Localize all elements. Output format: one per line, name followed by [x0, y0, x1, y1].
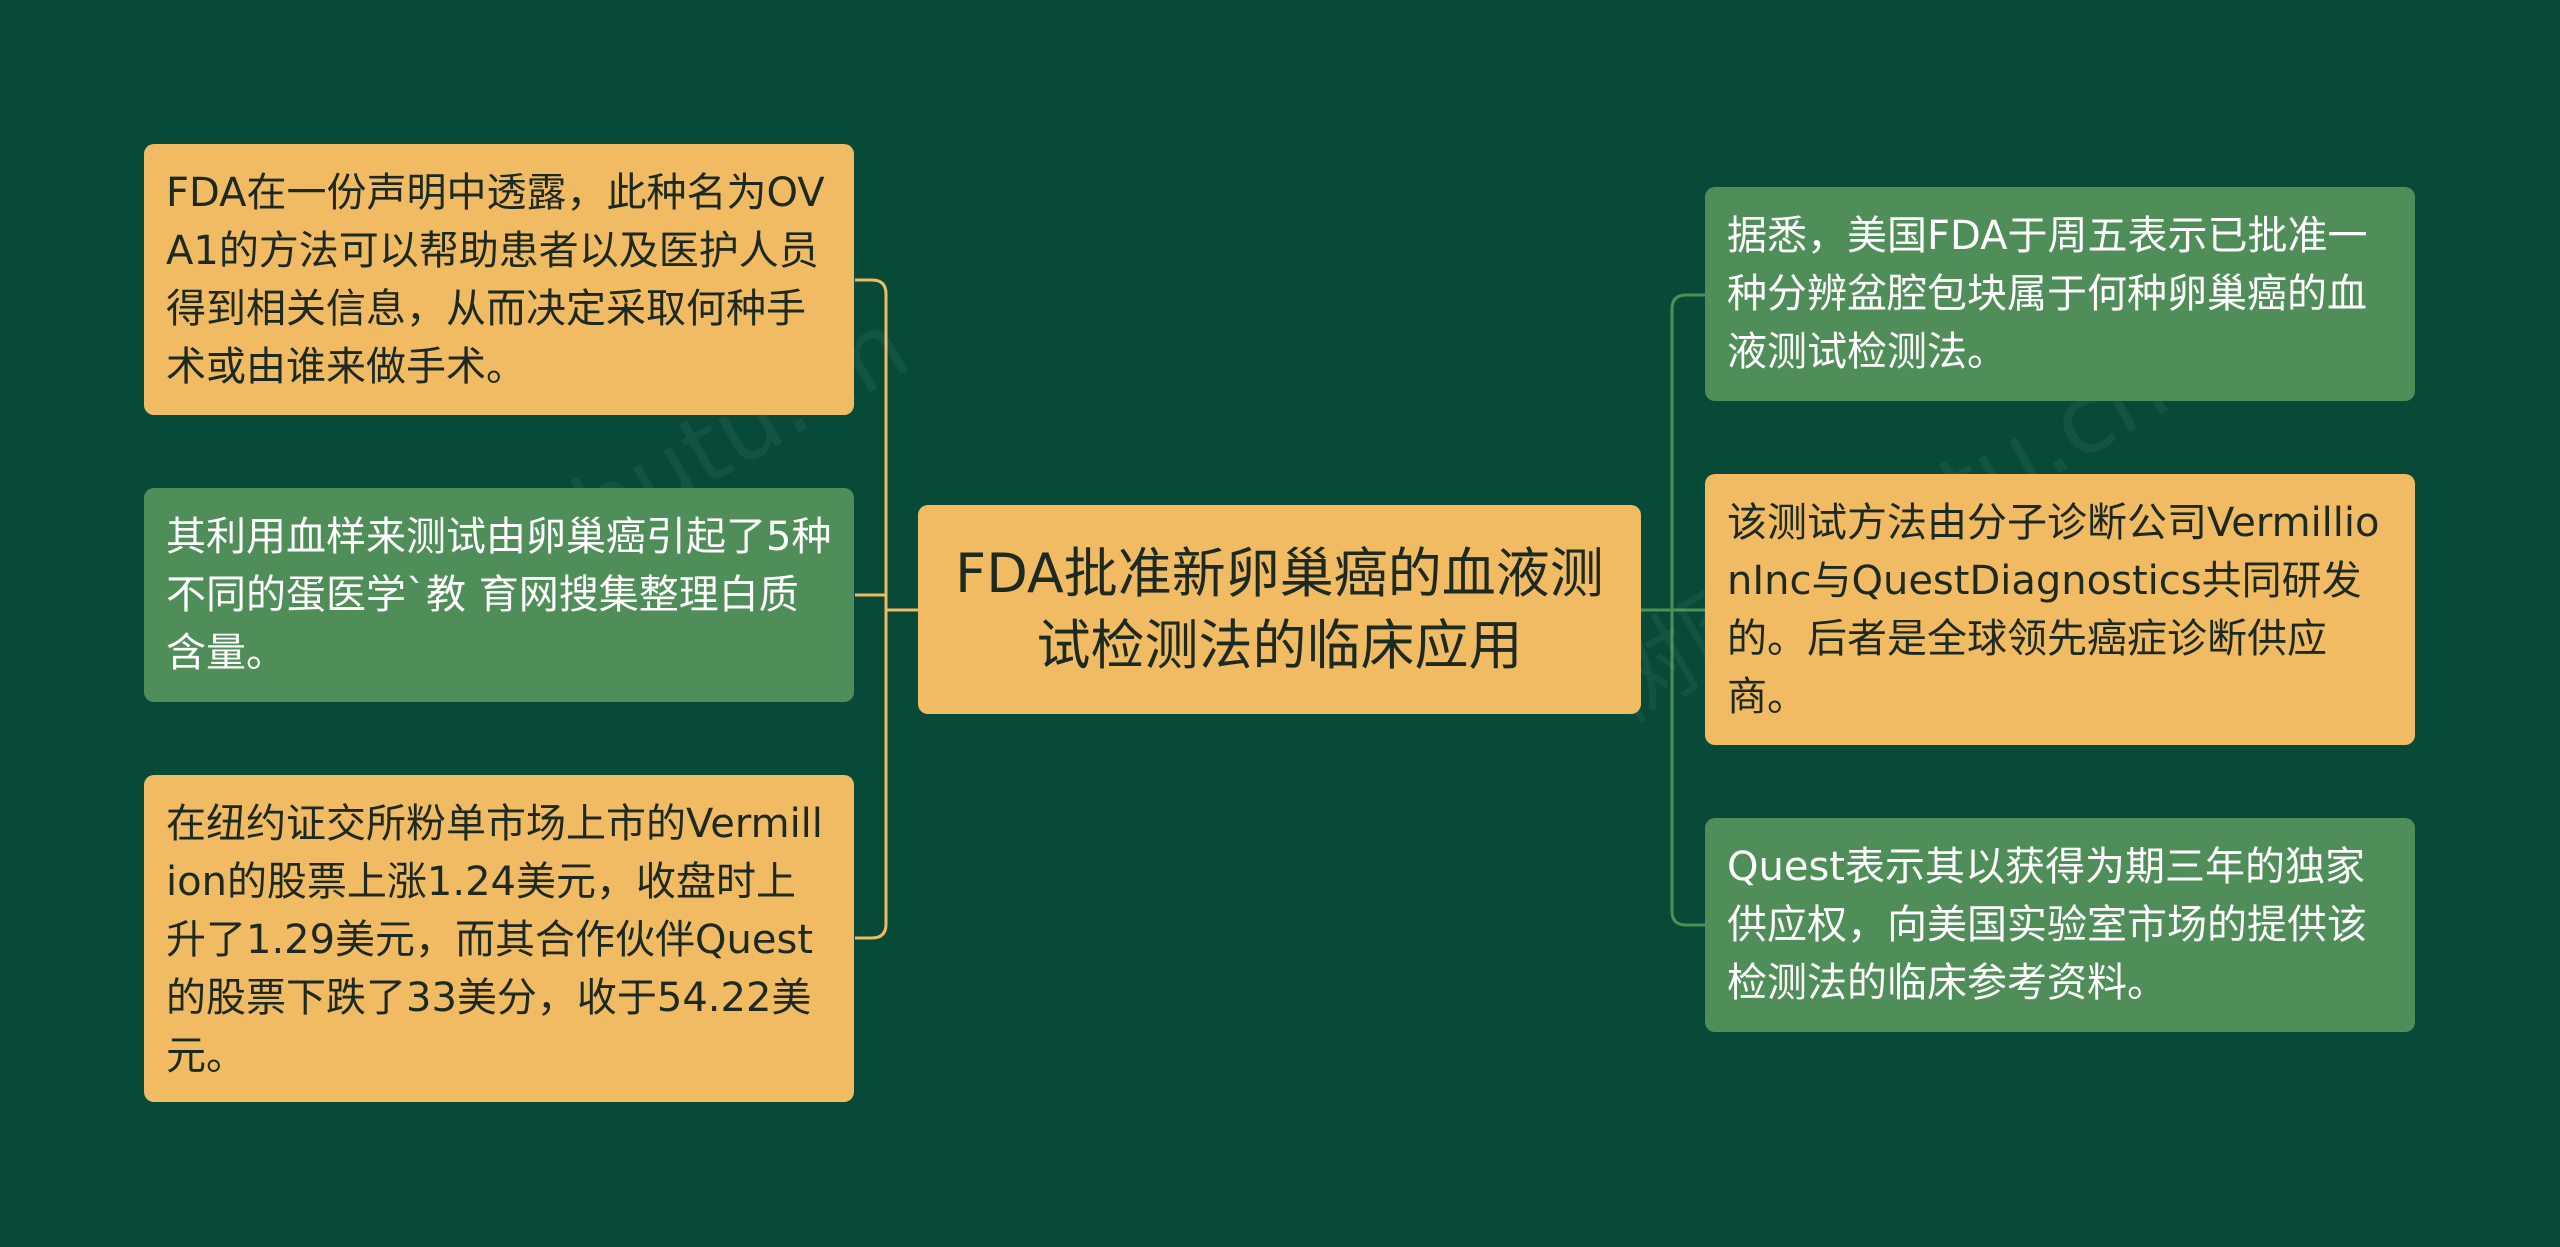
connector-left-1 — [855, 278, 888, 610]
central-topic-label: FDA批准新卵巢癌的血液测试检测法的临床应用 — [955, 541, 1604, 677]
central-topic[interactable]: FDA批准新卵巢癌的血液测试检测法的临床应用 — [918, 505, 1641, 714]
connector-left-2 — [855, 593, 888, 610]
connector-left-3 — [855, 610, 888, 940]
right-node-developer[interactable]: 该测试方法由分子诊断公司VermillionInc与QuestDiagnosti… — [1705, 474, 2415, 745]
right-node-fda-approval[interactable]: 据悉，美国FDA于周五表示已批准一种分辨盆腔包块属于何种卵巢癌的血液测试检测法。 — [1705, 187, 2415, 401]
connector-right-1 — [1670, 293, 1705, 610]
right-node-exclusive-rights[interactable]: Quest表示其以获得为期三年的独家供应权，向美国实验室市场的提供该检测法的临床… — [1705, 818, 2415, 1032]
left-node-fda-statement[interactable]: FDA在一份声明中透露，此种名为OVA1的方法可以帮助患者以及医护人员得到相关信… — [144, 144, 854, 415]
left-node-stock-price[interactable]: 在纽约证交所粉单市场上市的Vermillion的股票上涨1.24美元，收盘时上升… — [144, 775, 854, 1102]
left-node-blood-sample[interactable]: 其利用血样来测试由卵巢癌引起了5种不同的蛋医学`教 育网搜集整理白质含量。 — [144, 488, 854, 702]
connector-right-3 — [1670, 610, 1705, 927]
